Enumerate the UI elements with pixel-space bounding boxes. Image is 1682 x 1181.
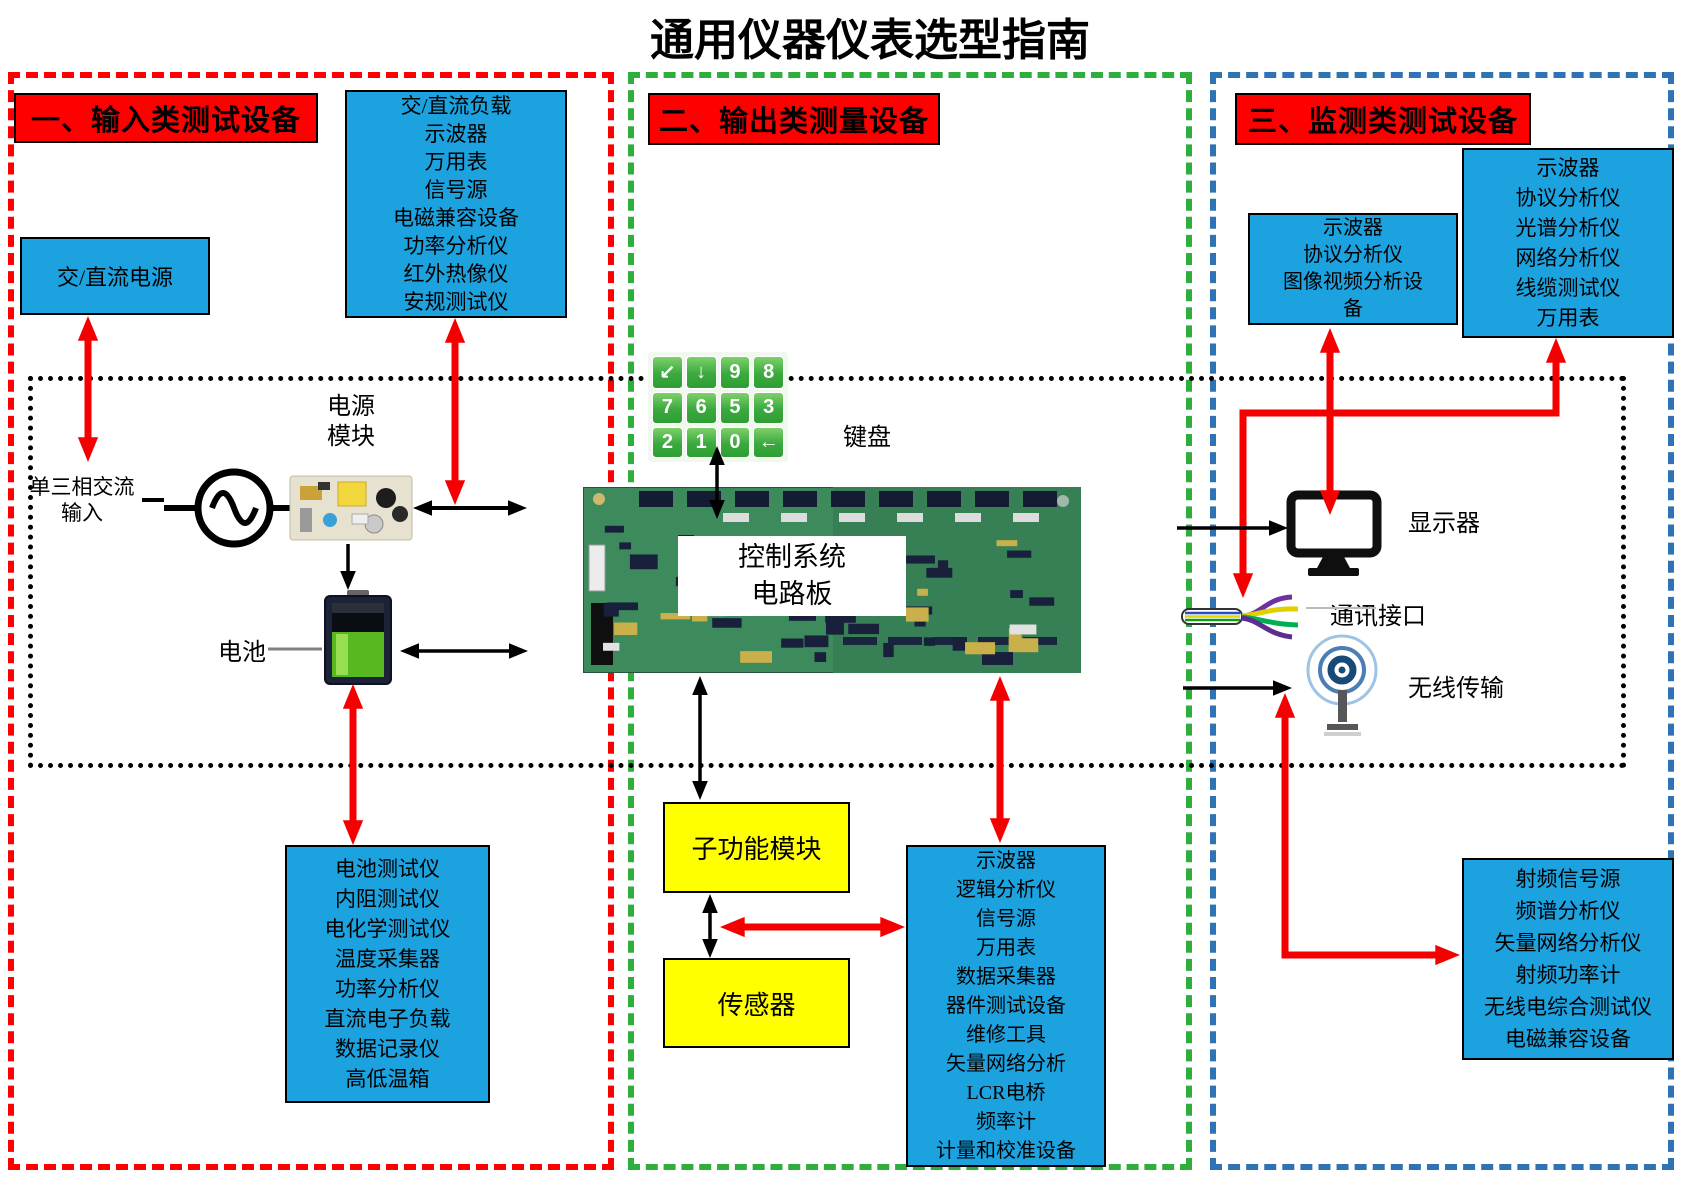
equipment-item: 频谱分析仪 (1515, 899, 1621, 923)
equipment-item: 示波器 (1536, 156, 1600, 180)
rf-equipment-list-box: 射频信号源频谱分析仪矢量网络分析仪射频功率计无线电综合测试仪电磁兼容设备 (1462, 858, 1674, 1060)
label-line: 电源 (327, 394, 375, 420)
keypad-key: 5 (719, 392, 751, 424)
input-section-header: 一、输入类测试设备 (14, 93, 318, 143)
equipment-item: 示波器 (976, 849, 1036, 872)
ac-source-icon (164, 468, 290, 548)
equipment-item: 器件测试设备 (946, 994, 1066, 1017)
keypad-key: 2 (652, 426, 683, 458)
equipment-item: 数据记录仪 (335, 1037, 440, 1061)
equipment-item: 红外热像仪 (403, 262, 509, 286)
equipment-item: 电磁兼容设备 (393, 206, 519, 230)
battery-equipment-list-box: 电池测试仪内阻测试仪电化学测试仪温度采集器功率分析仪直流电子负载数据记录仪高低温… (285, 845, 490, 1103)
label-line: 输入 (61, 501, 103, 525)
equipment-item: 射频信号源 (1515, 867, 1621, 891)
comm-analyzer-list-box: 示波器协议分析仪光谱分析仪网络分析仪线缆测试仪万用表 (1462, 148, 1674, 338)
equipment-item: 功率分析仪 (335, 977, 440, 1001)
equipment-item: 网络分析仪 (1515, 246, 1621, 270)
equipment-item: 万用表 (424, 150, 488, 174)
equipment-item: 万用表 (976, 936, 1036, 959)
keypad-label: 键盘 (843, 425, 891, 451)
power-module-image (289, 475, 413, 541)
equipment-item: 示波器 (1323, 217, 1383, 239)
equipment-item: 高低温箱 (345, 1067, 430, 1091)
equipment-item: 电池测试仪 (335, 857, 440, 881)
equipment-item: LCR电桥 (966, 1081, 1046, 1104)
keypad-key: ↓ (685, 356, 717, 390)
equipment-item: 协议分析仪 (1303, 244, 1403, 266)
equipment-item: 协议分析仪 (1515, 186, 1621, 210)
keypad-key: 9 (719, 356, 751, 390)
equipment-item: 直流电子负载 (324, 1007, 451, 1031)
control-board-label: 控制系统电路板 (678, 536, 906, 616)
equipment-item: 光谱分析仪 (1515, 216, 1621, 240)
equipment-item: 射频功率计 (1515, 963, 1621, 987)
keypad-key: 8 (753, 356, 784, 390)
equipment-item: 逻辑分析仪 (956, 878, 1056, 901)
label-line: 模块 (327, 424, 375, 450)
label-line: 电路板 (751, 579, 833, 609)
label-line: 单三相交流 (29, 475, 135, 499)
equipment-item: 维修工具 (966, 1023, 1046, 1046)
power-module-label: 电源模块 (305, 392, 397, 452)
wireless-icon (1306, 607, 1378, 736)
system-dotted-frame (28, 376, 1626, 768)
equipment-item: 功率分析仪 (403, 234, 509, 258)
equipment-item: 频率计 (976, 1110, 1036, 1133)
keypad-key: 7 (652, 392, 683, 424)
monitor-section-header: 三、监测类测试设备 (1235, 93, 1531, 145)
equipment-item: 线缆测试仪 (1515, 276, 1621, 300)
sub-function-module-box: 子功能模块 (663, 802, 850, 893)
keypad-key: 0 (719, 426, 751, 458)
equipment-item: 无线电综合测试仪 (1484, 995, 1652, 1019)
output-equipment-list-box: 示波器逻辑分析仪信号源万用表数据采集器器件测试设备维修工具矢量网络分析 LCR电桥… (906, 845, 1106, 1167)
equipment-item: 数据采集器 (956, 965, 1056, 988)
display-label: 显示器 (1408, 511, 1480, 537)
display-analyzer-list-box: 示波器协议分析仪图像视频分析设备 (1248, 213, 1458, 325)
equipment-item: 交/直流负载 (400, 94, 512, 118)
equipment-item: 矢量网络分析仪 (1494, 931, 1642, 955)
equipment-item: 信号源 (976, 907, 1036, 930)
keypad-key: ↙ (652, 356, 683, 390)
equipment-item: 备 (1343, 298, 1363, 320)
page-title: 通用仪器仪表选型指南 (650, 16, 1090, 65)
equipment-item: 内阻测试仪 (335, 887, 440, 911)
equipment-item: 电磁兼容设备 (1505, 1027, 1631, 1051)
ac-input-label: 单三相交流输入 (20, 474, 144, 526)
equipment-item: 万用表 (1536, 306, 1600, 330)
comm-cable-icon (1181, 594, 1299, 640)
keypad-key: ← (753, 426, 784, 458)
keypad-key: 6 (685, 392, 717, 424)
equipment-item: 矢量网络分析 (946, 1052, 1066, 1075)
ac-dc-power-source-box: 交/直流电源 (20, 237, 210, 315)
equipment-item: 温度采集器 (335, 947, 440, 971)
label-line: 控制系统 (738, 542, 846, 572)
battery-label: 电池 (218, 640, 266, 666)
equipment-item: 图像视频分析设 (1283, 271, 1423, 293)
output-section-header: 二、输出类测量设备 (648, 93, 940, 145)
sensor-box: 传感器 (663, 958, 850, 1048)
keypad-key: 1 (685, 426, 717, 458)
equipment-item: 计量和校准设备 (936, 1139, 1076, 1162)
input-equipment-list-box: 交/直流负载示波器万用表信号源电磁兼容设备功率分析仪红外热像仪安规测试仪 (345, 90, 567, 318)
keypad-key: 3 (753, 392, 784, 424)
battery-icon (324, 590, 392, 685)
equipment-item: 示波器 (424, 122, 488, 146)
equipment-item: 安规测试仪 (403, 290, 509, 314)
wireless-label: 无线传输 (1408, 676, 1504, 702)
equipment-item: 电化学测试仪 (324, 917, 451, 941)
monitor-icon (1286, 490, 1382, 576)
equipment-item: 信号源 (424, 178, 488, 202)
